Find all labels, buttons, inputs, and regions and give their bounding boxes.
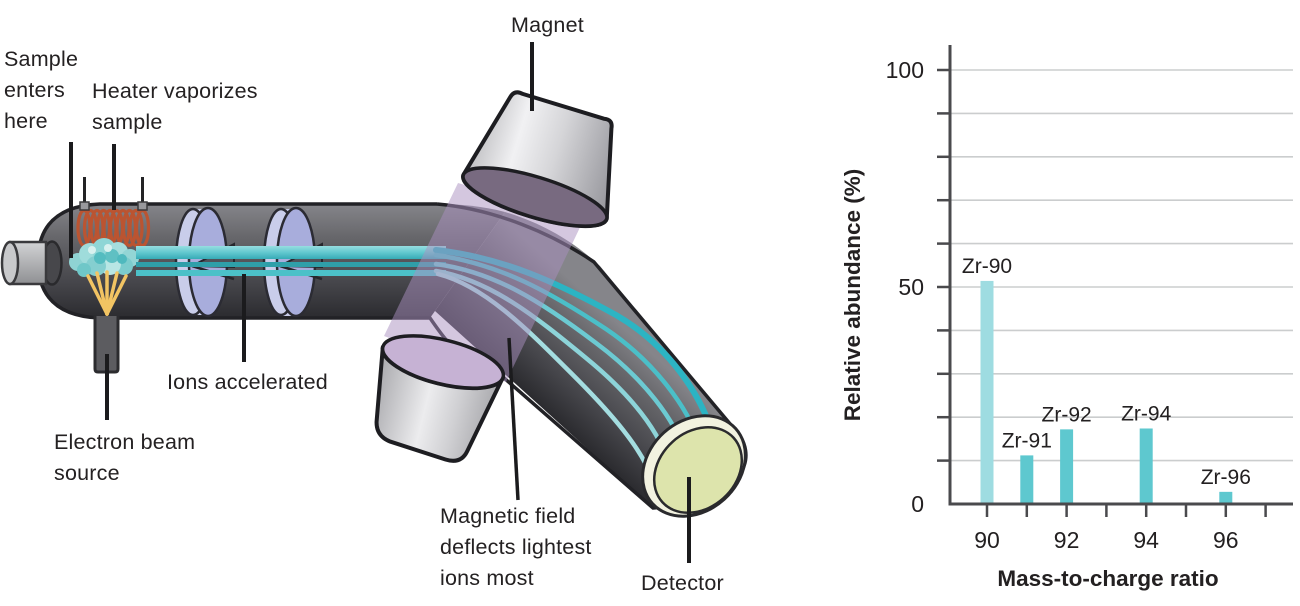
bar-Zr-90	[980, 280, 994, 504]
label-ions-accelerated: Ions accelerated	[167, 370, 328, 394]
x-tick-label: 94	[1133, 527, 1159, 553]
y-tick-label: 100	[886, 57, 924, 83]
field-leader-line	[507, 337, 520, 501]
label-magnet: Magnet	[511, 13, 584, 37]
label-magnetic-field: Magnetic field deflects lightest ions mo…	[440, 504, 592, 590]
bar-Zr-92	[1060, 429, 1074, 504]
bar-label: Zr-94	[1121, 402, 1171, 425]
y-tick-label: 50	[898, 274, 924, 300]
bar-Zr-91	[1020, 455, 1034, 504]
x-tick-label: 90	[974, 527, 1000, 553]
magnetic-field-band	[384, 183, 584, 382]
leader-lines	[69, 42, 691, 563]
vaporized-sample-cloud	[69, 238, 139, 277]
bar-label: Zr-91	[1002, 429, 1052, 452]
magnet-lower-pole	[374, 334, 506, 463]
label-electron-beam-source: Electron beam source	[54, 430, 196, 485]
bar-label: Zr-92	[1042, 403, 1092, 426]
y-axis-label: Relative abundance (%)	[840, 169, 865, 422]
x-tick-label: 92	[1054, 527, 1080, 553]
label-sample-enters-here: Sample enters here	[4, 47, 79, 133]
sample-inlet-cylinder	[0, 240, 63, 286]
label-detector: Detector	[641, 571, 724, 595]
electron-beam-fan	[86, 270, 128, 316]
bar-label: Zr-90	[962, 255, 1012, 278]
magnet-upper-pole	[461, 90, 614, 229]
x-tick-label: 96	[1213, 527, 1239, 553]
axes	[948, 45, 1293, 506]
bar-Zr-94	[1139, 428, 1153, 504]
y-tick-label: 0	[911, 491, 924, 517]
label-heater-vaporizes: Heater vaporizes sample	[92, 79, 258, 134]
bar-Zr-96	[1219, 491, 1233, 504]
heater-leads	[79, 177, 148, 211]
detector-face	[641, 414, 747, 518]
bar-label: Zr-96	[1201, 466, 1251, 489]
ion-beam-straight	[136, 246, 446, 276]
x-axis-label: Mass-to-charge ratio	[997, 566, 1218, 591]
